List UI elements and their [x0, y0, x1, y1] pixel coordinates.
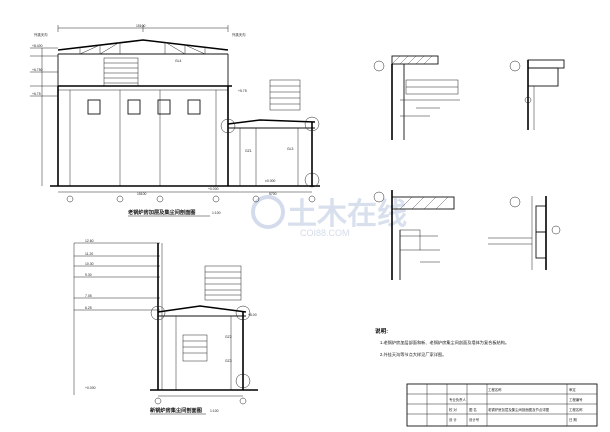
elev-old-2: +6.750	[32, 68, 43, 72]
label-left-gutter: 外挑天沟	[34, 32, 48, 37]
tb-project-label: 工程名称	[488, 387, 502, 392]
watermark-sub: COI88.COM	[300, 228, 350, 238]
elev-old-0: +8.400	[32, 44, 43, 48]
tb-field-design-no: 设计号	[469, 417, 480, 422]
scale-new-section: 1:100	[210, 409, 219, 413]
tb-field-title: 图 名	[469, 407, 477, 412]
tb-field-approved: 审定	[569, 387, 576, 392]
elev-old-4: +5.75	[238, 89, 247, 93]
detail-node-4	[488, 196, 561, 270]
new-boiler-section: 12.60 11.20 10.30 9.30 7.05 6.25 GZ2 GZ3…	[73, 239, 258, 415]
elev-new-7: +0.000	[85, 386, 96, 390]
title-block: 工程名称 老锅炉房加层及集尘间剖面图及节点详图 专业负责人 校 对 设 计 图 …	[406, 383, 598, 427]
beam-label-gz1: GZ1	[245, 149, 252, 153]
scale-old-section: 1:100	[212, 211, 221, 215]
tb-field-designer: 设 计	[449, 417, 457, 422]
beam-label-gz3: GZ3	[225, 359, 232, 363]
elev-old-1: ±0.000	[265, 179, 275, 183]
notes-heading: 说明:	[375, 327, 388, 335]
beam-label-gl3: GL3	[287, 147, 294, 151]
tb-drawing-name: 老锅炉房加层及集尘间剖面图及节点详图	[488, 407, 550, 412]
elev-new-5: 6.25	[85, 306, 92, 310]
tb-field-project-no: 工程编号	[569, 397, 583, 402]
detail-node-2	[509, 59, 565, 130]
detail-node-1	[373, 55, 460, 140]
elev-new-6: +6.00	[248, 313, 257, 317]
title-new-section: 新锅炉房集尘间剖面图	[150, 406, 202, 414]
notes: 说明: 1.老锅炉房加层部面和新、老锅炉房集尘间剖面及墙体为复合板结构。 2.外…	[375, 327, 509, 358]
dim-bottom: 15100	[137, 192, 147, 196]
elev-new-4: 7.05	[85, 294, 92, 298]
tb-field-date: 日 期	[569, 417, 577, 422]
elev-new-1: 11.20	[85, 252, 93, 256]
old-boiler-section: 15100 外挑天沟 外挑天沟 GL4	[30, 24, 320, 217]
elev-old-3: +6.75	[32, 92, 41, 96]
elev-new-3: 9.30	[85, 273, 92, 277]
elev-new-0: 12.60	[85, 239, 94, 243]
tb-field-project-name: 工程名称	[569, 407, 583, 412]
elev-old-6: +0.000	[208, 187, 219, 191]
notes-line-2: 2.外挂天沟等节点大样见厂家详图。	[380, 351, 446, 358]
tb-field-professional: 专业负责人	[449, 397, 467, 402]
watermark-text: 土木在线	[287, 198, 407, 231]
beam-label-gz2: GZ2	[225, 335, 232, 339]
title-old-section: 老锅炉房加层及集尘间剖面图	[127, 208, 195, 216]
tb-field-checker: 校 对	[449, 407, 457, 412]
watermark: 土木在线 COI88.COM	[251, 195, 407, 238]
label-right-gutter: 外挑天沟	[232, 32, 246, 37]
dim-right: 5700	[269, 192, 277, 196]
detail-node-3	[373, 190, 455, 280]
notes-line-1: 1.老锅炉房加层部面和新、老锅炉房集尘间剖面及墙体为复合板结构。	[380, 339, 509, 346]
dim-top: 15100	[136, 24, 146, 28]
elev-new-2: 10.30	[85, 262, 94, 266]
beam-label-gl4: GL4	[175, 59, 182, 63]
